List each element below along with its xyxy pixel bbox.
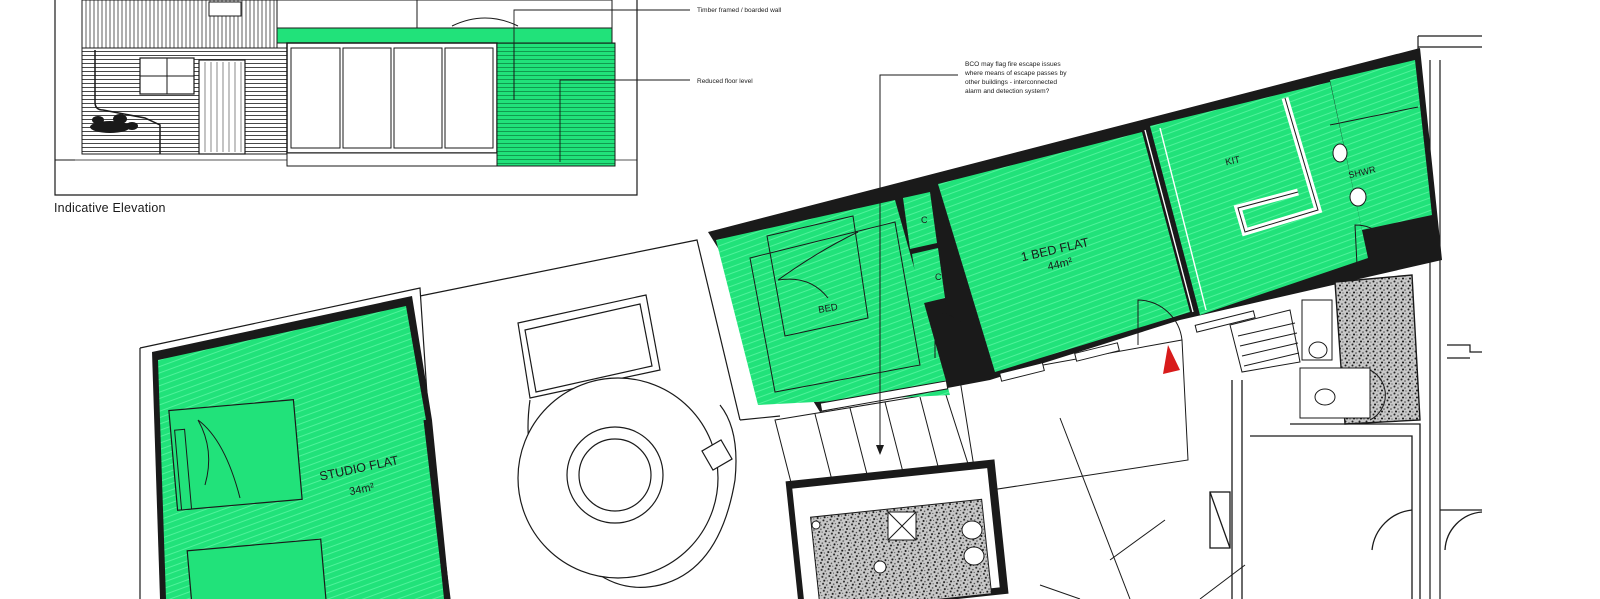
store-building [785,459,1009,599]
bco-note-line-3: other buildings - interconnected [965,79,1057,86]
cupboard-1-label: C [921,215,928,225]
bed-label: BED [817,302,838,316]
elevation-panel: Timber framed / boarded wall Reduced flo… [54,0,782,196]
bco-leader-line [879,74,958,450]
one-bed-flat [708,48,1442,412]
bco-note-line-4: alarm and detection system? [965,88,1050,95]
bco-note: BCO may flag fire escape issues where me… [964,61,1067,95]
annotation-timber-wall: Timber framed / boarded wall [697,7,782,14]
studio-flat [152,296,450,599]
studio-flat-area: 34m² [348,481,375,498]
neighbour-building [1209,274,1483,599]
annotation-floor-level: Reduced floor level [697,78,753,85]
kit-label: KIT [1224,154,1241,168]
elevation-caption: Indicative Elevation [54,201,166,215]
courtyard [517,294,737,588]
cupboard-2-label: C [935,272,942,282]
one-bed-flat-area: 44m² [1046,256,1073,273]
bco-note-line-2: where means of escape passes by [964,70,1067,77]
bco-note-line-1: BCO may flag fire escape issues [965,61,1061,68]
north-arrow-icon [1163,345,1180,374]
